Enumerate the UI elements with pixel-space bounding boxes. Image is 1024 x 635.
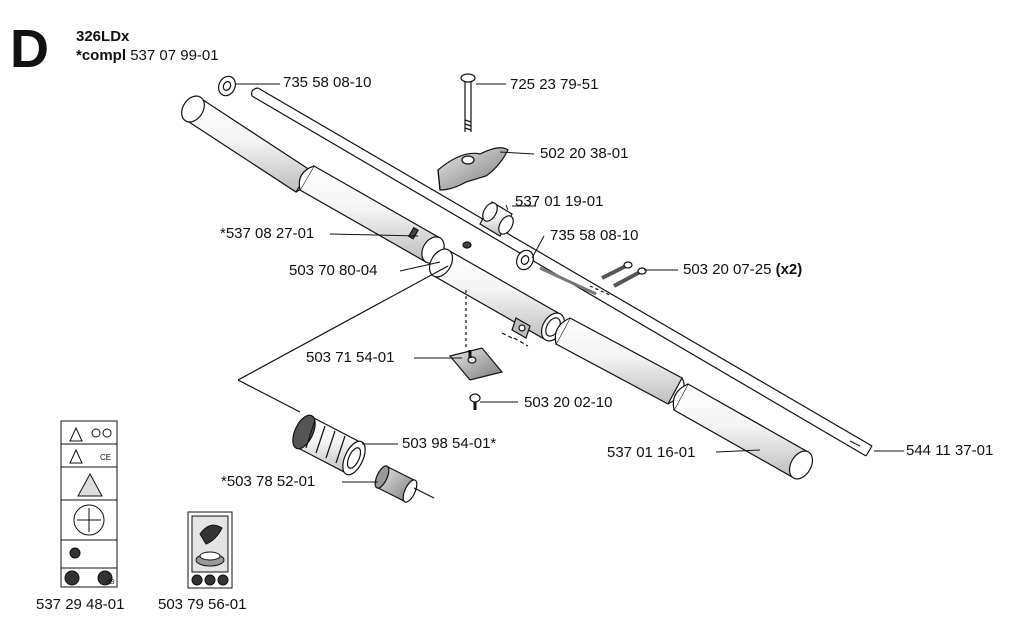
upper-tube [181, 95, 313, 193]
label-knob: 502 20 38-01 [540, 145, 629, 162]
label-bearing: 503 98 54-01* [402, 435, 497, 452]
decal-left-ce: CE [100, 453, 111, 462]
bushing [374, 465, 435, 503]
label-clamp: 503 70 80-04 [289, 262, 378, 279]
decal-left-db: dB [106, 579, 115, 586]
label-washer-top: 735 58 08-10 [283, 74, 372, 91]
label-bolt-top: 725 23 79-51 [510, 76, 599, 93]
decal-left [60, 420, 118, 588]
star-tube [298, 165, 445, 264]
label-main-tube: 537 01 16-01 [607, 444, 696, 461]
clamp [428, 241, 566, 347]
label-washer-mid: 735 58 08-10 [550, 227, 639, 244]
compl-number: 537 07 99-01 [130, 47, 219, 64]
label-screw-small: 503 20 02-10 [524, 394, 613, 411]
compl-prefix: *compl [76, 47, 127, 64]
leader-lines [236, 83, 904, 483]
screws-pair [539, 261, 647, 297]
label-drive-shaft: 544 11 37-01 [906, 442, 994, 459]
label-bracket: 503 71 54-01 [306, 349, 395, 366]
model-name: 326LDx [76, 28, 130, 45]
main-tube [554, 317, 814, 480]
decal-left-caption: 537 29 48-01 [36, 596, 125, 613]
decal-right [187, 511, 233, 589]
sleeve [479, 201, 514, 237]
washer-mid [516, 249, 534, 271]
knob [437, 147, 509, 191]
label-screws: 503 20 07-25 (x2) [683, 262, 802, 278]
section-letter: D [10, 19, 49, 79]
complete-assembly-number: *compl 537 07 99-01 [76, 47, 219, 64]
label-screws-number: 503 20 07-25 [683, 261, 772, 278]
screw-small [469, 393, 481, 410]
decal-right-caption: 503 79 56-01 [158, 596, 247, 613]
bracket [448, 347, 504, 381]
label-bushing: *503 78 52-01 [221, 473, 316, 490]
label-sleeve: 537 01 19-01 [515, 193, 604, 210]
bolt-top [460, 73, 476, 132]
label-star-tube: *537 08 27-01 [220, 225, 315, 242]
label-screws-qty: (x2) [775, 261, 803, 278]
bearing [292, 414, 366, 476]
washer-top [218, 75, 236, 97]
